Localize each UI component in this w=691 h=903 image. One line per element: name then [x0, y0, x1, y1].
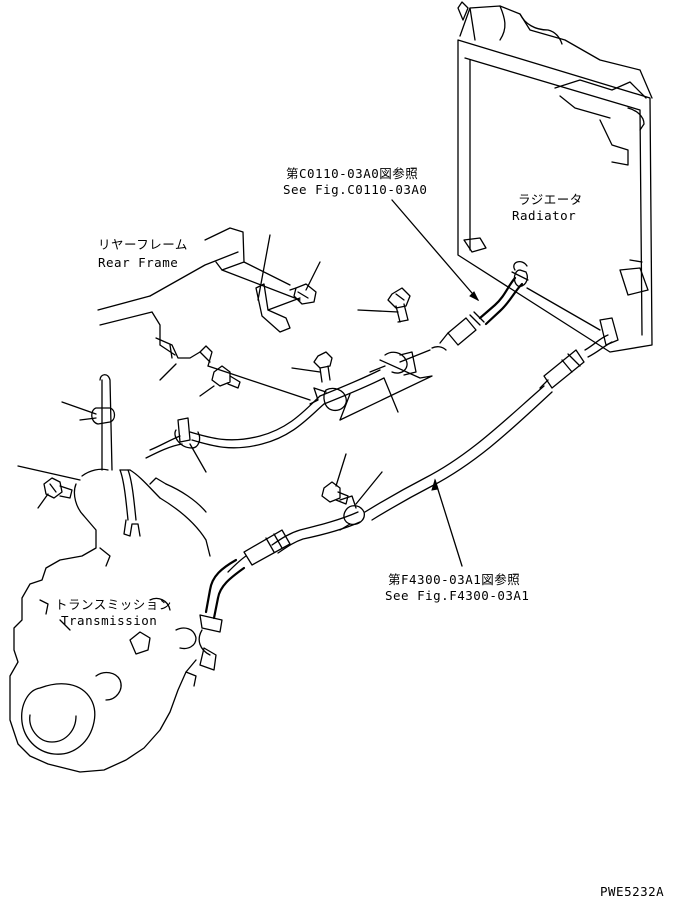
rear-frame: [97, 227, 311, 401]
ref-bottom-label-jp: 第F4300-03A1図参照: [388, 572, 521, 587]
bolt-5: [43, 477, 73, 499]
bolt-4: [211, 365, 241, 389]
bolt-6: [321, 481, 349, 505]
rear-frame-label-jp: リヤーフレーム: [98, 237, 188, 252]
filler-tube: [91, 374, 141, 537]
drawing-code: PWE5232A: [600, 884, 665, 899]
bolt-2: [289, 283, 317, 305]
ref-bottom-label-en: See Fig.F4300-03A1: [385, 588, 530, 603]
radiator-label-jp: ラジエータ: [518, 192, 583, 207]
radiator-label-en: Radiator: [512, 208, 577, 223]
ref-top-label-jp: 第C0110-03A0図参照: [286, 166, 419, 181]
lower-hose: [198, 334, 613, 671]
bolt-3: [313, 351, 333, 383]
transmission-label-en: Transmission: [61, 613, 158, 628]
upper-hose: [431, 276, 524, 351]
bolt-1: [387, 287, 411, 323]
leader-lines: [17, 199, 480, 567]
rear-frame-label-en: Rear Frame: [98, 255, 179, 270]
clamp-bracket-upper: [145, 349, 433, 459]
transmission: [9, 468, 211, 773]
radiator: [457, 1, 653, 353]
ref-top-label-en: See Fig.C0110-03A0: [283, 182, 428, 197]
transmission-label-jp: トランスミッション: [55, 597, 172, 612]
clamp-bracket-lower: [339, 495, 365, 531]
